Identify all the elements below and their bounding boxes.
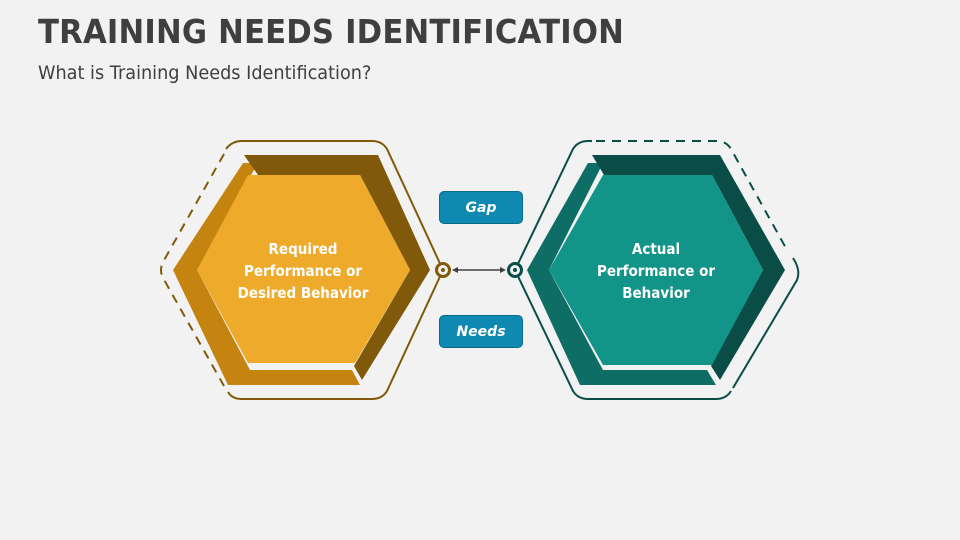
left-label-line-1: Required	[268, 240, 338, 258]
right-connector-dot	[513, 268, 517, 272]
left-hexagon	[160, 140, 451, 400]
left-label-line-3: Desired Behavior	[237, 284, 369, 302]
right-hexagon-label: Actual Performance or Behavior	[584, 238, 728, 304]
left-hexagon-band-dark	[244, 155, 430, 380]
left-hexagon-band-light	[173, 163, 360, 385]
needs-tag: Needs	[439, 315, 523, 348]
arrow-left-icon	[452, 267, 458, 273]
left-hexagon-label: Required Performance or Desired Behavior	[231, 238, 375, 304]
page-subtitle: What is Training Needs Identification?	[38, 62, 372, 84]
right-hexagon-band-dark	[592, 155, 785, 380]
left-connector-dot	[441, 268, 445, 272]
right-hexagon-frame-solid	[513, 140, 732, 400]
right-label-line-2: Performance or	[596, 262, 716, 280]
right-hexagon-face	[549, 175, 763, 365]
arrow-right-icon	[500, 267, 506, 273]
left-hexagon-frame-dashed	[160, 153, 225, 387]
right-hexagon	[507, 140, 800, 400]
left-hexagon-face	[197, 175, 410, 363]
page-title: TRAINING NEEDS IDENTIFICATION	[38, 12, 624, 51]
right-label-line-3: Behavior	[622, 284, 690, 302]
gap-tag: Gap	[439, 191, 523, 224]
right-hexagon-frame-dashed	[596, 140, 788, 251]
right-hexagon-frame-corner	[732, 257, 800, 389]
double-arrow-connector	[452, 267, 506, 273]
left-label-line-2: Performance or	[243, 262, 363, 280]
right-label-line-1: Actual	[631, 240, 681, 258]
right-hexagon-band-light	[527, 163, 716, 385]
